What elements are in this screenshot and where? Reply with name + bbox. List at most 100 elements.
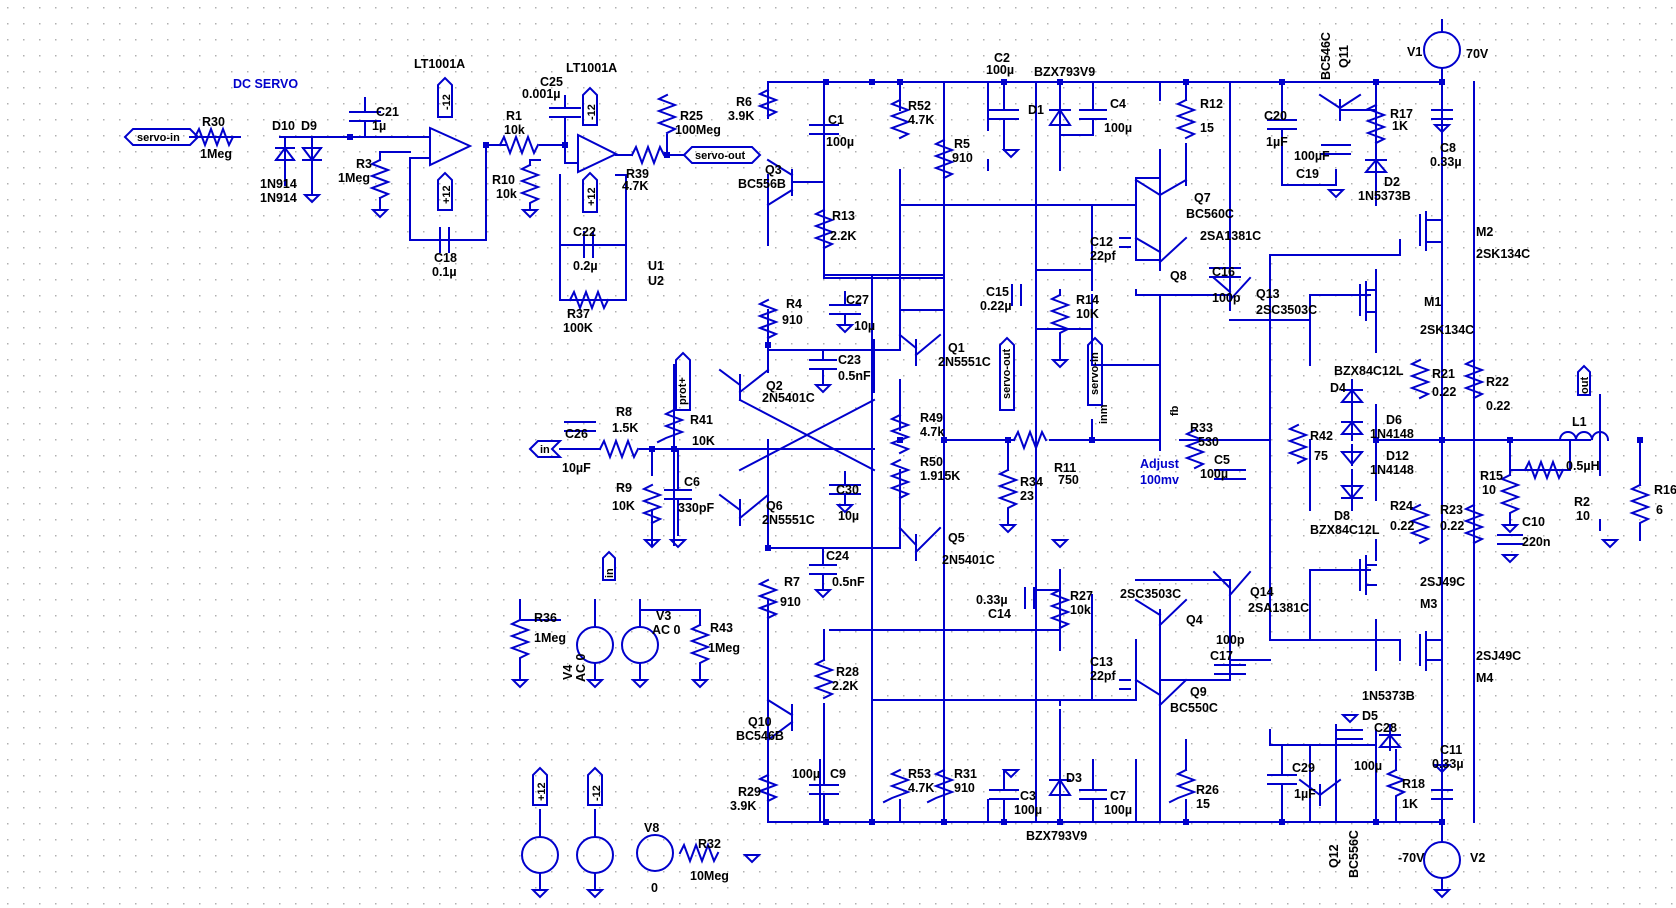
val-Q13: 2SC3503C: [1256, 303, 1317, 317]
ref-Q9: Q9: [1190, 685, 1207, 699]
val-R17: 1K: [1392, 119, 1408, 133]
ref-R7: R7: [784, 575, 800, 589]
resistor-R23: [1463, 503, 1485, 545]
val-C6: 330pF: [678, 501, 714, 515]
ref-D8: D8: [1334, 509, 1350, 523]
transistor-Q6: [718, 493, 770, 526]
capacitor-C25: [549, 95, 581, 146]
net-flag-servo-out-top: [682, 146, 762, 164]
val-R25: 100Meg: [675, 123, 721, 137]
ref-C25: C25: [540, 75, 563, 89]
ref-C14: C14: [988, 607, 1011, 621]
val-R18: 1K: [1402, 797, 1418, 811]
resistors: [193, 81, 1651, 864]
capacitor-C16: [1209, 267, 1241, 278]
ref-R42: R42: [1310, 429, 1333, 443]
resistor-R52: [889, 98, 911, 140]
ref-R2: R2: [1574, 495, 1590, 509]
resistor-R30: [193, 126, 235, 148]
resistor-R42: [1287, 423, 1309, 465]
ref-C16: C16: [1212, 265, 1235, 279]
ref-C18: C18: [434, 251, 457, 265]
resistor-R16: [1629, 439, 1651, 541]
val-C27: 10µ: [854, 319, 875, 333]
resistor-R28: [813, 629, 835, 731]
capacitor-C21: [349, 97, 381, 138]
capacitor-C26: [564, 421, 596, 432]
val-C7: 100µ: [1104, 803, 1132, 817]
val-R22: 0.22: [1486, 399, 1510, 413]
val-D12: 1N4148: [1370, 463, 1414, 477]
adjust-note-line1: Adjust: [1140, 457, 1180, 471]
ref-C17: C17: [1210, 649, 1233, 663]
capacitor-C30: [829, 471, 861, 506]
val-D9: 1N914: [260, 191, 297, 205]
diode-D2: [1363, 149, 1389, 186]
ref-D5: D5: [1362, 709, 1378, 723]
transistor-Q3: [766, 158, 825, 207]
ref-C21: C21: [376, 105, 399, 119]
ref-R11: R11: [1054, 461, 1076, 475]
ref-M3: M3: [1420, 597, 1437, 611]
ref-C5: C5: [1214, 453, 1230, 467]
ref-R18: R18: [1402, 777, 1425, 791]
ref-R49: R49: [920, 411, 943, 425]
ref-R12: R12: [1200, 97, 1223, 111]
ref-V4: V4: [561, 665, 575, 680]
val-Q14: 2SA1381C: [1248, 601, 1309, 615]
capacitor-C19: [1321, 144, 1351, 155]
ref-Q14: Q14: [1250, 585, 1274, 599]
capacitor-C7: [1079, 759, 1107, 823]
ref-R41: R41: [690, 413, 713, 427]
val-C4: 100µ: [1104, 121, 1132, 135]
ref-C4: C4: [1110, 97, 1126, 111]
net-label-out: out: [1579, 377, 1591, 394]
val-C3: 100µ: [1014, 803, 1042, 817]
capacitor-C2: [989, 81, 1019, 151]
transistor-Q13: [1212, 276, 1252, 311]
ref-R10: R10: [492, 173, 515, 187]
val-R50: 1.915K: [920, 469, 960, 483]
junction-dots: [347, 79, 1643, 825]
mosfet-M3: [1359, 555, 1377, 595]
opamp-U2: [577, 133, 619, 174]
ref-R53: R53: [908, 767, 931, 781]
transistor-Q14: [1212, 570, 1252, 606]
val-R16: 6: [1656, 503, 1663, 517]
ref-R50: R50: [920, 455, 943, 469]
ref-M4: M4: [1476, 671, 1493, 685]
sources: [521, 19, 1461, 891]
ref-C3: C3: [1020, 789, 1036, 803]
val-R13: 2.2K: [830, 229, 856, 243]
diode-D8: [1339, 469, 1365, 511]
val-C24: 0.5nF: [832, 575, 865, 589]
val-V2: -70V: [1398, 851, 1425, 865]
opamp2-label: LT1001A: [566, 61, 617, 75]
val-R29: 3.9K: [730, 799, 756, 813]
val-C25: 0.001µ: [522, 87, 560, 101]
val-C26: 10µF: [562, 461, 591, 475]
ref-Q5: Q5: [948, 531, 965, 545]
resistor-R25: [656, 93, 678, 135]
transistor-Q5: [898, 526, 942, 561]
ref-C19: C19: [1296, 167, 1319, 181]
ref-R21: R21: [1432, 367, 1455, 381]
capacitor-C27: [829, 291, 861, 326]
val-D5: 1N5373B: [1362, 689, 1415, 703]
capacitor-C11: [1431, 789, 1453, 800]
val-Q7: BC560C: [1186, 207, 1234, 221]
resistor-R18: [1385, 749, 1407, 823]
val-C10: 220n: [1522, 535, 1551, 549]
val-R27: 10k: [1070, 603, 1091, 617]
ref-R14: R14: [1076, 293, 1099, 307]
resistor-R26: [1168, 739, 1197, 823]
ref-R1: R1: [506, 109, 522, 123]
ref-R15: R15: [1480, 469, 1503, 483]
val-C9: 100µ: [792, 767, 820, 781]
net-label-in-left: in: [540, 444, 550, 456]
diode-D12: [1339, 444, 1365, 466]
capacitor-C4: [1059, 81, 1107, 136]
val-R53: 4.7K: [908, 781, 934, 795]
val-Q8: 2SA1381C: [1200, 229, 1261, 243]
val-C20: 1µF: [1266, 135, 1288, 149]
